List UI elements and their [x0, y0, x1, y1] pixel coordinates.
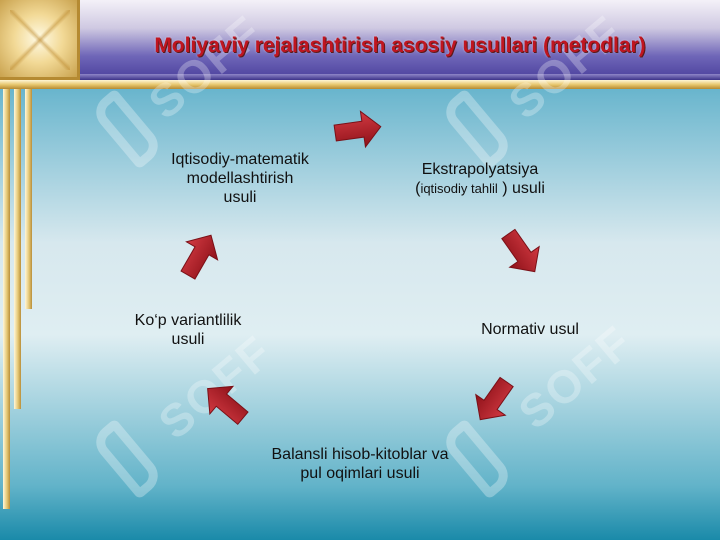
- node-text-line-2: (iqtisodiy tahlil ) usuli: [380, 179, 580, 198]
- node-text-line: Ekstrapolyatsiya: [421, 161, 539, 178]
- node-text-line: Normativ usul: [481, 321, 579, 338]
- node-text-line: usuli: [171, 331, 205, 348]
- title-bar: [80, 0, 720, 80]
- arrow-top: [332, 108, 384, 152]
- node-multi-variant: Ko‘p variantlilik usuli: [108, 311, 268, 349]
- pillar: [3, 89, 10, 509]
- node-text-line: Iqtisodiy-matematik: [171, 151, 309, 168]
- node-normative: Normativ usul: [455, 320, 605, 339]
- node-balance-cash-flow: Balansli hisob-kitoblar va pul oqimlari …: [235, 445, 485, 483]
- node-text-line: Ko‘p variantlilik: [134, 312, 242, 329]
- economic-analysis-label: iqtisodiy tahlil: [420, 181, 498, 196]
- node-text-line: usuli: [223, 189, 257, 206]
- usuli-label: ) usuli: [497, 180, 545, 197]
- pillar: [14, 89, 21, 409]
- corner-ornament: [0, 0, 80, 80]
- gold-band: [0, 80, 720, 89]
- node-text-line: Balansli hisob-kitoblar va: [271, 446, 449, 463]
- node-text-line: pul oqimlari usuli: [300, 465, 420, 482]
- paren-open: (: [415, 180, 421, 197]
- node-extrapolation: Ekstrapolyatsiya (iqtisodiy tahlil ) usu…: [380, 160, 580, 198]
- arrow-right-down: [464, 371, 522, 431]
- node-economic-math-modeling: Iqtisodiy-matematik modellashtirish usul…: [145, 150, 335, 207]
- arrow-top-right: [493, 223, 551, 283]
- arrow-left-up: [171, 225, 228, 285]
- pillar: [25, 89, 32, 309]
- page-title: Moliyaviy rejalashtirish asosiy usullari…: [154, 34, 646, 57]
- corner-star-decoration: [10, 10, 70, 70]
- left-pillars: [0, 89, 40, 509]
- node-text-line: modellashtirish: [186, 170, 294, 187]
- arrow-bottom-left: [195, 374, 255, 433]
